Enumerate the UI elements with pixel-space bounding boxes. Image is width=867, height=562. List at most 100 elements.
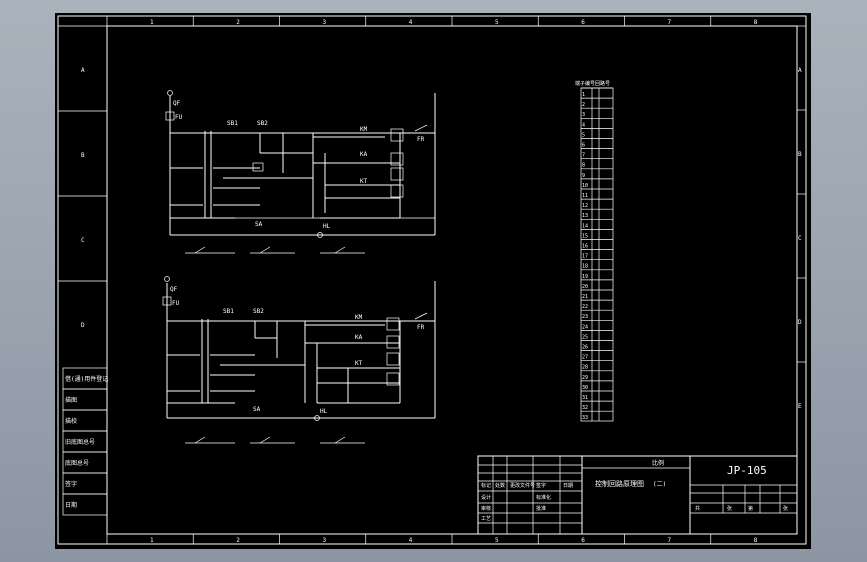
terminal-row-number: 23: [582, 314, 588, 320]
terminal-row-number: 28: [582, 365, 588, 371]
terminal-row-number: 33: [582, 415, 588, 421]
terminal-row-number: 32: [582, 405, 588, 411]
sheet-label-total: 共: [695, 505, 700, 512]
ruler-left-label: B: [81, 152, 85, 159]
coil-ka1: [390, 152, 404, 166]
ruler-right-label: E: [798, 403, 802, 410]
title-block-label-date: 日期: [563, 483, 573, 489]
terminal-row-number: 17: [582, 254, 588, 260]
ruler-bottom-label: 1: [150, 537, 154, 544]
title-block-label-count: 处数: [495, 482, 505, 489]
side-block-label: 底图总号: [65, 459, 89, 467]
title-block-label-change-doc: 更改文件号: [510, 482, 535, 489]
terminal-row-number: 3: [582, 112, 585, 118]
label-breaker-2: QF: [170, 286, 178, 293]
ruler-bottom-label: 3: [323, 537, 327, 544]
inner-frame: [106, 25, 798, 535]
terminal-row-number: 18: [582, 264, 588, 270]
terminal-row-number: 26: [582, 345, 588, 351]
ruler-bottom-label: 6: [581, 537, 585, 544]
title-block: 标记 处数 更改文件号 签字 日期 设计 审核 工艺 标准化 批准 控制回路原理…: [477, 455, 798, 535]
sheet-label-sheets-2: 张: [783, 505, 788, 512]
label-stop-button-2: SB1: [223, 308, 234, 315]
sheet-label-number: 第: [748, 505, 753, 512]
sheet-label-sheets-1: 张: [727, 505, 732, 512]
label-thermal-2: FR: [417, 324, 425, 331]
side-block-label: 借(通)用件登记: [65, 375, 108, 383]
side-block-label: 日期: [65, 501, 77, 509]
title-block-label-process: 工艺: [481, 516, 491, 522]
terminal-row-number: 12: [582, 203, 588, 209]
coil-kt1: [390, 184, 404, 198]
terminal-row-number: 13: [582, 213, 588, 219]
ruler-top-label: 7: [668, 19, 672, 26]
label-stop-button-1: SB1: [227, 120, 238, 127]
label-relay-2: KA: [355, 334, 363, 341]
terminal-row-number: 30: [582, 385, 588, 391]
ruler-top-label: 2: [236, 19, 240, 26]
title-block-label-review: 审核: [481, 505, 491, 512]
drawing-title: 控制回路原理图: [595, 479, 644, 488]
side-block-label: 描校: [65, 417, 77, 425]
label-lamp-1: HL: [323, 223, 331, 230]
label-contactor-2: KM: [355, 314, 363, 321]
terminal-row-number: 21: [582, 294, 588, 300]
circuit-diagram-1: [165, 90, 436, 254]
terminal-table-header-terminal: 端子编号: [575, 80, 595, 87]
terminal-row-number: 4: [582, 122, 585, 128]
terminal-row-number: 31: [582, 395, 588, 401]
title-block-label-approve: 批准: [536, 505, 546, 512]
terminal-row-number: 8: [582, 163, 585, 169]
coil-ka2: [390, 167, 404, 181]
label-fuse-1: FU: [175, 114, 183, 121]
ruler-right-label: B: [798, 151, 802, 158]
title-block-label-signature: 签字: [536, 482, 546, 489]
circuit-diagram-2: [162, 276, 436, 444]
ruler-top-label: 5: [495, 19, 499, 26]
terminal-row-number: 15: [582, 233, 588, 239]
coil-km1: [390, 128, 404, 142]
ruler-bottom-label: 4: [409, 537, 413, 544]
ruler-top-label: 3: [323, 19, 327, 26]
label-start-button-2: SB2: [253, 308, 264, 315]
ruler-left-label: C: [81, 237, 85, 244]
label-switch-1: SA: [255, 221, 263, 228]
label-switch-2: SA: [253, 406, 261, 413]
label-breaker-1: QF: [173, 100, 181, 107]
terminal-row-number: 6: [582, 143, 585, 149]
terminal-row-number: 10: [582, 183, 588, 189]
side-block-label: 签字: [65, 480, 77, 488]
coil-kt2: [386, 372, 400, 386]
terminal-row-number: 11: [582, 193, 588, 199]
ruler-top-label: 4: [409, 19, 413, 26]
ruler-right-label: A: [798, 67, 802, 74]
ruler-top-label: 6: [581, 19, 585, 26]
terminal-row-number: 29: [582, 375, 588, 381]
label-timer-2: KT: [355, 360, 363, 367]
terminal-table: 端子编号 回路号 1234567891011121314151617181920…: [575, 80, 614, 422]
terminal-row-number: 27: [582, 355, 588, 361]
label-fuse-2: FU: [172, 300, 180, 307]
ruler-bottom-label: 7: [668, 537, 672, 544]
label-relay-1: KA: [360, 151, 368, 158]
scale-label: 比例: [652, 459, 664, 467]
terminal-row-number: 22: [582, 304, 588, 310]
coil-km2: [386, 317, 400, 331]
terminal-row-number: 25: [582, 334, 588, 340]
terminal-row-number: 1: [582, 92, 585, 98]
label-start-button-1: SB2: [257, 120, 268, 127]
label-contactor-1: KM: [360, 126, 368, 133]
ruler-right-label: D: [798, 319, 802, 326]
drawing-title-note: (二): [653, 481, 666, 488]
ruler-top-label: 1: [150, 19, 154, 26]
terminal-table-header-circuit: 回路号: [595, 80, 610, 87]
ruler-bottom-label: 5: [495, 537, 499, 544]
label-timer-1: KT: [360, 178, 368, 185]
drawing-number: JP-105: [727, 464, 767, 477]
title-block-label-standard: 标准化: [536, 494, 551, 501]
title-block-label-mark: 标记: [481, 482, 491, 489]
terminal-row-number: 19: [582, 274, 588, 280]
ruler-left-label: A: [81, 67, 85, 74]
